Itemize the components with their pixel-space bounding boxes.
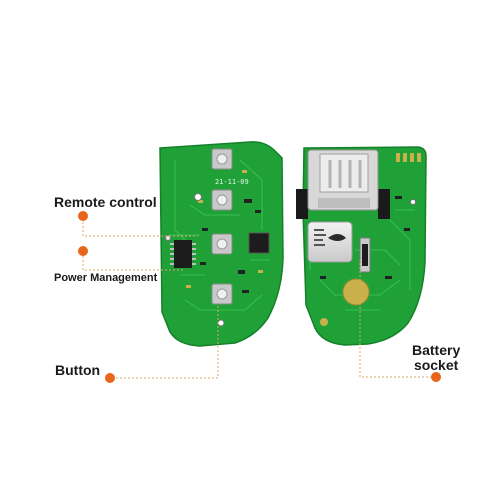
tact-switch (211, 148, 233, 170)
board-date-code: 21-11-09 (215, 178, 249, 186)
callout-dot-power-management (78, 246, 88, 256)
tact-switch (211, 233, 233, 255)
label-battery-socket-line1: Battery (412, 342, 461, 358)
microcontroller-ic (248, 232, 270, 254)
battery-contact-pad (320, 318, 328, 326)
transponder-chip (307, 221, 353, 263)
label-battery-socket-line2: socket (413, 357, 459, 373)
connector-pads (396, 153, 421, 162)
callout-line-remote-control (82, 218, 198, 237)
ic-pins (170, 243, 196, 265)
callout-dot-battery-socket (431, 372, 441, 382)
callout-line-battery-socket (359, 260, 432, 378)
callout-dots (78, 211, 441, 383)
callout-dot-button (105, 373, 115, 383)
mounting-hole (194, 193, 202, 201)
label-battery-socket: Battery socket (412, 343, 460, 373)
label-remote-control: Remote control (54, 194, 157, 210)
copper-pads (186, 170, 263, 288)
mounting-hole (217, 319, 225, 327)
left-board-traces (168, 159, 270, 311)
callout-line-power-management (82, 252, 183, 271)
callout-lines (82, 218, 432, 379)
left-pcb-board: 21-11-09 (159, 141, 284, 347)
right-pcb-board (296, 146, 427, 346)
callout-dot-remote-control (78, 211, 88, 221)
label-power-management: Power Management (54, 272, 158, 284)
callout-line-button (112, 304, 219, 379)
mounting-hole (410, 199, 416, 205)
smd-components (320, 196, 410, 279)
crystal-body (362, 244, 368, 266)
tact-switch (211, 283, 233, 305)
mounting-hole (165, 235, 171, 241)
power-management-ic (174, 240, 192, 268)
battery-socket (296, 149, 390, 219)
label-button: Button (55, 362, 101, 378)
battery-contact-pad (342, 278, 370, 306)
tact-switch (211, 189, 233, 211)
smd-components (200, 199, 261, 293)
